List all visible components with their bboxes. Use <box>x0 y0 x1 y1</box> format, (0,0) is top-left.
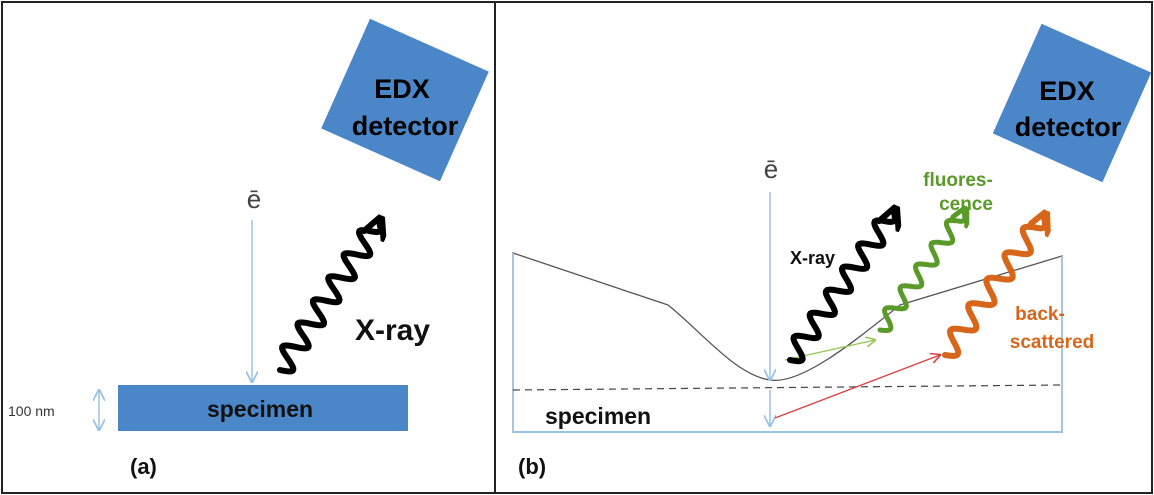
depth-dashed-line <box>512 384 1063 391</box>
xray-label: X-ray <box>355 314 430 347</box>
electron-label: ē <box>247 184 261 214</box>
panel-label-a: (a) <box>130 454 157 479</box>
backscattered-label-line1: back- <box>1015 304 1065 325</box>
fluorescence-label-line1: fluores- <box>923 170 993 191</box>
fluorescence-label-line2: cence <box>939 194 993 215</box>
panel-a: EDX detector ē X-ray specimen 100 nm (a) <box>8 18 489 479</box>
edx-detector-b: EDX detector <box>992 23 1152 183</box>
detector-label-line1: EDX <box>374 74 430 104</box>
backscatter-path-arrow <box>774 355 940 419</box>
specimen-label-b: specimen <box>545 403 651 429</box>
backscattered-wave <box>942 215 1045 359</box>
xray-wave-b <box>787 210 895 365</box>
thickness-label: 100 nm <box>8 403 55 419</box>
panel-b: EDX detector specimen ē X-ray fluores- c… <box>512 23 1152 479</box>
specimen-outline-b <box>512 252 1063 433</box>
detector-label-line2: detector <box>352 111 459 141</box>
xray-wave <box>277 220 381 375</box>
panel-label-b: (b) <box>518 454 546 479</box>
detector-label-line1: EDX <box>1039 76 1095 106</box>
edx-detector-a: EDX detector <box>321 18 489 182</box>
detector-label-line2: detector <box>1015 112 1122 142</box>
electron-label-b: ē <box>764 154 778 184</box>
xray-label-b: X-ray <box>790 248 835 268</box>
backscattered-label-line2: scattered <box>1010 332 1095 353</box>
specimen-a <box>118 385 408 431</box>
fluorescence-wave <box>877 210 965 333</box>
specimen-label-a: specimen <box>207 396 313 422</box>
